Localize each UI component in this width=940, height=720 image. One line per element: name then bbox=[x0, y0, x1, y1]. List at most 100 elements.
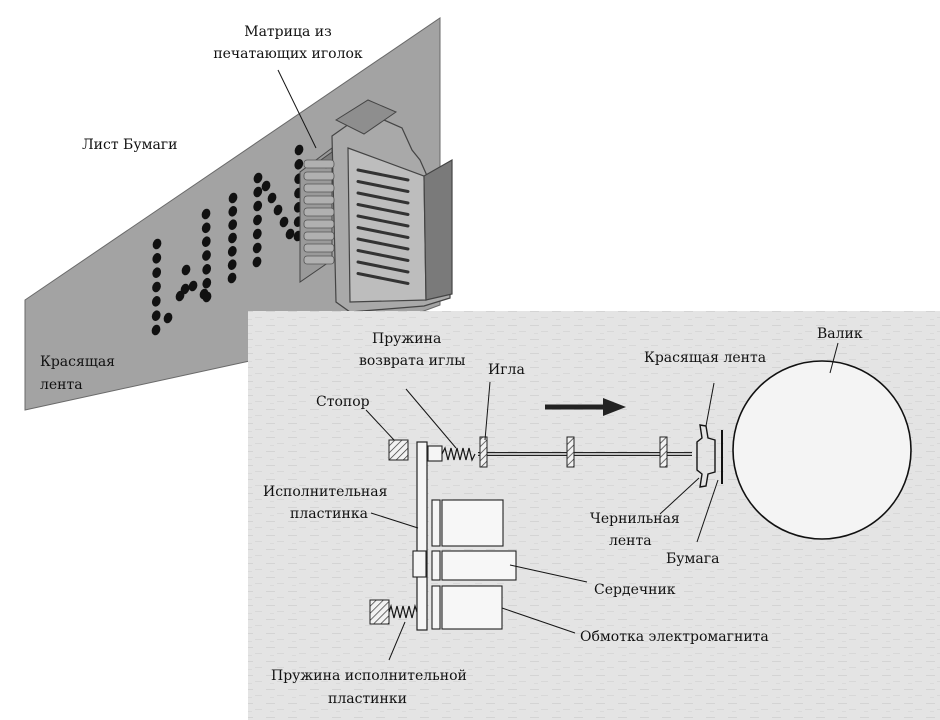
print-dot bbox=[253, 172, 263, 184]
print-dot bbox=[201, 208, 211, 220]
head-ridge bbox=[356, 237, 410, 251]
ribbon-label-line2: лента bbox=[40, 377, 83, 393]
print-dot bbox=[252, 256, 262, 268]
print-dot bbox=[228, 192, 238, 204]
stopper-block bbox=[388, 439, 409, 461]
print-dot bbox=[181, 264, 191, 276]
needle-stub bbox=[303, 183, 335, 193]
print-head-ridges bbox=[356, 168, 410, 285]
print-dot bbox=[202, 264, 212, 275]
head-ridge bbox=[356, 260, 410, 274]
paper-label-bottom: Бумага bbox=[666, 551, 719, 567]
core-middle bbox=[431, 550, 441, 581]
print-dot bbox=[227, 246, 237, 257]
needle-stubs bbox=[303, 159, 335, 265]
lower-stopper-block bbox=[369, 599, 390, 625]
coil-lower-right bbox=[441, 585, 503, 630]
print-dot bbox=[227, 259, 237, 270]
print-dot bbox=[228, 206, 238, 217]
print-dot bbox=[201, 236, 211, 247]
needle-mechanism-schematic: Пружина возврата иглы Игла Красящая лент… bbox=[248, 311, 940, 720]
ink-ribbon-shape bbox=[696, 424, 716, 488]
head-ridge bbox=[356, 226, 410, 239]
print-dot bbox=[152, 238, 162, 250]
print-dot bbox=[252, 228, 262, 240]
actuator-plate bbox=[416, 441, 428, 631]
needle-stub bbox=[303, 243, 335, 253]
needle-stub bbox=[303, 255, 335, 265]
needle-stub bbox=[303, 231, 335, 241]
print-dot bbox=[253, 186, 263, 198]
print-dot bbox=[151, 310, 161, 321]
print-dot bbox=[188, 280, 198, 292]
roller-label: Валик bbox=[817, 326, 863, 342]
actuator-plate-label-line2: пластинка bbox=[290, 506, 368, 522]
printed-win-dots bbox=[151, 144, 304, 336]
needle-guide-3 bbox=[659, 436, 668, 468]
stopper-label: Стопор bbox=[316, 394, 370, 410]
head-ridge bbox=[356, 214, 410, 228]
paper-label: Лист Бумаги bbox=[82, 137, 177, 153]
coil-lower-left bbox=[431, 585, 441, 630]
print-dot bbox=[152, 253, 162, 264]
needle-stub bbox=[303, 195, 335, 205]
return-spring-label-line1: Пружина bbox=[372, 331, 441, 347]
needle-stub bbox=[303, 207, 335, 217]
return-spring-label-line2: возврата иглы bbox=[359, 353, 465, 369]
print-dot bbox=[202, 291, 212, 303]
print-dot bbox=[267, 192, 277, 204]
print-dot bbox=[261, 180, 271, 192]
print-dot bbox=[253, 200, 263, 212]
needle-stub bbox=[303, 159, 335, 169]
print-dot bbox=[151, 324, 161, 336]
print-dot bbox=[202, 250, 211, 261]
print-dot bbox=[273, 204, 283, 216]
print-dot bbox=[252, 242, 262, 254]
actuator-plate-label-line1: Исполнительная bbox=[263, 484, 388, 500]
plate-spring bbox=[388, 603, 418, 619]
return-spring bbox=[441, 446, 476, 462]
direction-arrow bbox=[545, 398, 626, 416]
print-dot bbox=[253, 214, 262, 226]
matrix-label-line1: Матрица из bbox=[244, 24, 332, 40]
roller-circle bbox=[732, 360, 912, 540]
print-dot bbox=[228, 232, 237, 244]
head-ridge bbox=[356, 168, 410, 182]
head-ridge bbox=[356, 203, 410, 216]
ink-tape-label-line1: Чернильная bbox=[590, 511, 680, 527]
print-dot bbox=[279, 216, 289, 228]
print-dot bbox=[163, 312, 173, 324]
print-dot bbox=[228, 219, 238, 230]
core-right bbox=[441, 550, 517, 581]
leader-lines bbox=[365, 342, 839, 661]
needle-guide-2 bbox=[566, 436, 575, 468]
print-dot bbox=[285, 228, 295, 240]
matrix-leader-line bbox=[277, 69, 317, 149]
needle-label: Игла bbox=[488, 362, 525, 378]
head-ridge bbox=[356, 272, 410, 285]
needle-guide-1 bbox=[479, 436, 488, 468]
print-dot bbox=[151, 296, 161, 307]
head-ridge bbox=[356, 180, 410, 193]
ink-ribbon-label: Красящая лента bbox=[644, 350, 766, 366]
print-dot bbox=[227, 272, 237, 284]
head-ridge bbox=[356, 249, 410, 262]
head-ridge bbox=[356, 191, 410, 205]
needle-stub bbox=[303, 219, 335, 229]
plate-pad bbox=[427, 445, 443, 462]
print-dot bbox=[294, 144, 304, 156]
coil-label: Обмотка электромагнита bbox=[580, 629, 769, 645]
print-dot bbox=[201, 222, 211, 234]
print-dot bbox=[294, 159, 304, 170]
ribbon-label-line1: Красящая bbox=[40, 354, 115, 370]
coil-upper-right bbox=[441, 499, 504, 547]
plate-spring-label-line1: Пружина исполнительной bbox=[271, 668, 467, 684]
matrix-label-line2: печатающих иголок bbox=[213, 46, 363, 62]
plate-spring-label-line2: пластинки bbox=[328, 691, 407, 707]
ink-tape-label-line2: лента bbox=[609, 533, 652, 549]
coil-upper-left bbox=[431, 499, 441, 547]
core-left bbox=[412, 550, 427, 578]
print-head-block bbox=[299, 99, 453, 313]
print-dot bbox=[202, 277, 212, 289]
